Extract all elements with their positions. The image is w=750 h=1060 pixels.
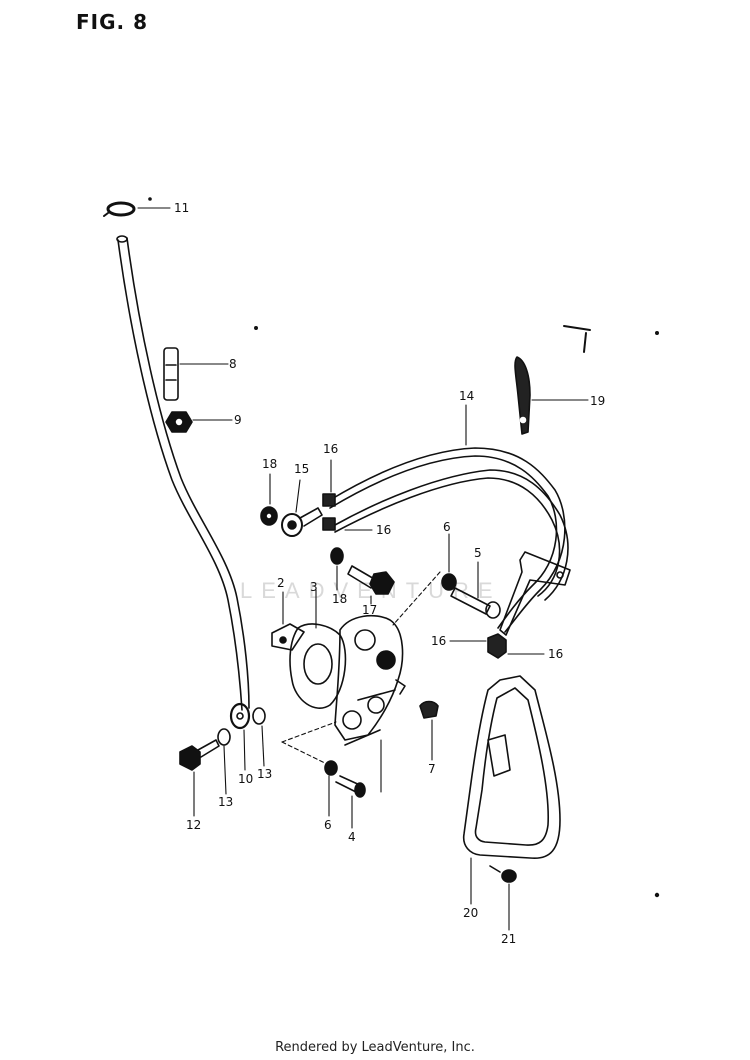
part-19-bracket bbox=[514, 325, 591, 435]
part-2-plate bbox=[271, 623, 305, 651]
part-20-cover bbox=[462, 675, 561, 860]
part-14-cable bbox=[329, 447, 569, 633]
callout-6-lower: 6 bbox=[324, 818, 332, 832]
callout-7: 7 bbox=[428, 762, 436, 776]
callout-13-right: 13 bbox=[257, 767, 273, 781]
callout-21: 21 bbox=[501, 932, 517, 946]
callout-10: 10 bbox=[238, 772, 254, 786]
callout-13-left: 13 bbox=[218, 795, 234, 809]
callout-5: 5 bbox=[474, 546, 482, 560]
part-11-clip bbox=[103, 201, 136, 217]
callout-14: 14 bbox=[459, 389, 475, 403]
callout-17: 17 bbox=[362, 603, 378, 617]
part-21-screw bbox=[489, 865, 517, 883]
part-18-washer-b bbox=[330, 547, 344, 565]
part-6-washer-b bbox=[324, 760, 338, 776]
callout-16-far-right: 16 bbox=[548, 647, 564, 661]
callout-20: 20 bbox=[463, 906, 479, 920]
part-3-carburetor bbox=[289, 614, 406, 746]
part-15-cable-end bbox=[281, 507, 323, 537]
callout-15: 15 bbox=[294, 462, 310, 476]
figure-title: FIG. 8 bbox=[76, 10, 148, 34]
callout-12: 12 bbox=[186, 818, 202, 832]
callout-16-left: 16 bbox=[431, 634, 447, 648]
part-7-cap bbox=[419, 700, 439, 719]
part-16-fittings bbox=[322, 493, 507, 659]
part-12-bolt bbox=[179, 739, 220, 771]
callout-16-right: 16 bbox=[376, 523, 392, 537]
cable-bracket-plate bbox=[499, 551, 571, 636]
callout-18-lower: 18 bbox=[332, 592, 348, 606]
footer-credit: Rendered by LeadVenture, Inc. bbox=[275, 1040, 475, 1055]
leader-lines bbox=[137, 207, 589, 931]
part-6-washer-a bbox=[441, 573, 457, 591]
part-5-bolt bbox=[450, 587, 501, 619]
callout-8: 8 bbox=[229, 357, 237, 371]
part-10-rod-end bbox=[229, 702, 251, 730]
part-13-washer-b bbox=[252, 707, 266, 725]
callout-11: 11 bbox=[174, 201, 190, 215]
callout-9: 9 bbox=[234, 413, 242, 427]
part-8-pin bbox=[163, 347, 179, 401]
callout-6-upper: 6 bbox=[443, 520, 451, 534]
callout-2: 2 bbox=[277, 576, 285, 590]
part-4-screw bbox=[335, 775, 366, 798]
callout-4: 4 bbox=[348, 830, 356, 844]
callout-16-top: 16 bbox=[323, 442, 339, 456]
part-13-washer-a bbox=[217, 728, 231, 746]
part-17-bolt bbox=[347, 565, 395, 595]
part-9-nut bbox=[165, 411, 193, 433]
long-rod bbox=[116, 235, 250, 711]
callout-18-upper: 18 bbox=[262, 457, 278, 471]
callout-3: 3 bbox=[310, 580, 318, 594]
callout-19: 19 bbox=[590, 394, 606, 408]
